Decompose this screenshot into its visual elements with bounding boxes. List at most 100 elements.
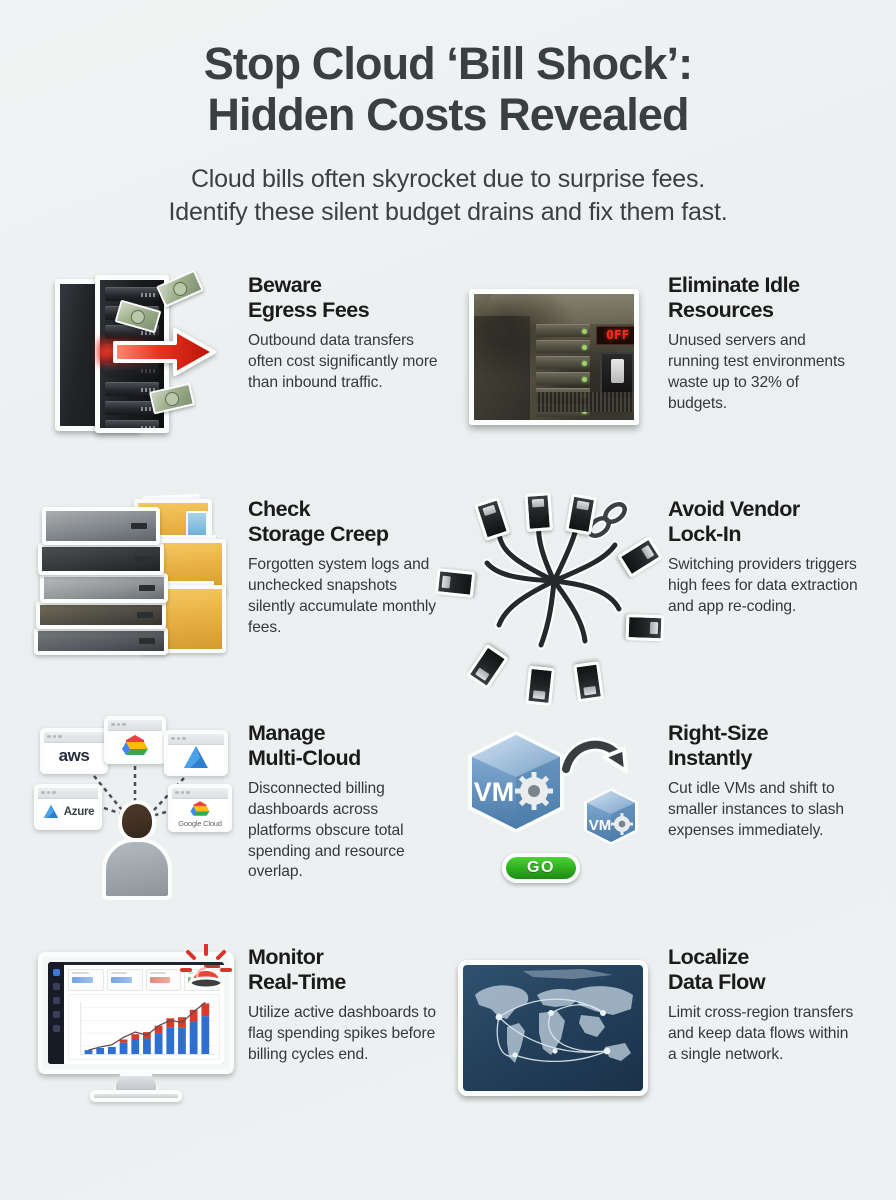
tip-body: Outbound data transfers often cost signi… <box>248 332 438 391</box>
window-titlebar <box>44 731 104 743</box>
egress-fees-text: Beware Egress Fees Outbound data transfe… <box>248 259 438 394</box>
page-subtitle: Cloud bills often skyrocket due to surpr… <box>40 163 856 229</box>
network-arcs <box>496 998 608 1062</box>
alarm-siren-icon <box>180 943 232 990</box>
browser-window-azure-logo[interactable] <box>164 729 228 776</box>
window-content: Azure <box>38 799 98 826</box>
window-content: aws <box>44 743 104 770</box>
tip-card-monitor-real-time: Monitor Real-Time Utilize active dashboa… <box>34 931 442 1155</box>
tip-card-egress-fees: Beware Egress Fees Outbound data transfe… <box>34 259 442 483</box>
tip-title-line-2: Instantly <box>668 745 752 770</box>
curved-arrow-icon <box>560 737 628 776</box>
drive-bay <box>536 323 590 337</box>
drive-bay <box>536 355 590 369</box>
led-text: OFF <box>606 328 630 343</box>
azure-logo-icon <box>184 746 208 769</box>
window-content <box>108 731 162 760</box>
gear-icon <box>611 812 633 835</box>
infographic-header: Stop Cloud ‘Bill Shock’: Hidden Costs Re… <box>0 0 896 229</box>
window-titlebar <box>108 719 162 731</box>
tip-body: Cut idle VMs and shift to smaller instan… <box>668 780 844 839</box>
storage-creep-text: Check Storage Creep Forgotten system log… <box>248 483 438 639</box>
browser-window-azure[interactable]: Azure <box>34 783 102 830</box>
kpi-card <box>68 969 104 992</box>
go-button-label: GO <box>527 858 555 876</box>
dashboard-topbar <box>64 961 224 967</box>
tip-title: Localize Data Flow <box>668 945 858 995</box>
vm-cube-downsize-arrow-icon: VM <box>456 717 652 893</box>
tip-title: Avoid Vendor Lock-In <box>668 497 858 547</box>
external-drive-icon <box>36 600 166 629</box>
window-content: Google Cloud <box>172 799 228 828</box>
sidebar-icon[interactable] <box>52 996 60 1004</box>
title-line-1: Stop Cloud ‘Bill Shock’: <box>203 38 693 89</box>
tip-body: Forgotten system logs and unchecked snap… <box>248 556 436 636</box>
gear-icon <box>515 771 553 810</box>
monitor-dashboard-alarm-icon <box>34 943 234 1114</box>
trend-line <box>88 1001 206 1051</box>
vm-cube-small-label: VM <box>589 817 612 834</box>
dashboard-sidebar <box>48 961 64 1064</box>
title-line-2: Hidden Costs Revealed <box>207 89 689 141</box>
browser-window-google-cloud-labeled[interactable]: Google Cloud <box>168 783 232 832</box>
idle-resources-text: Eliminate Idle Resources Unused servers … <box>668 259 858 415</box>
tip-title-line-1: Beware <box>248 272 322 297</box>
rusty-server-chassis-icon: OFF <box>469 288 639 425</box>
usb-connector-icon <box>625 613 665 641</box>
window-titlebar <box>38 787 98 799</box>
azure-mark-icon <box>43 804 58 819</box>
monitor-illustration <box>34 939 234 1119</box>
drive-bay <box>536 371 590 385</box>
tip-title: Beware Egress Fees <box>248 273 438 323</box>
tip-title-line-2: Resources <box>668 297 774 322</box>
external-drive-icon <box>40 572 168 603</box>
kpi-card <box>145 969 182 992</box>
usb-connector-icon <box>573 660 605 703</box>
tip-title-line-1: Check <box>248 496 311 521</box>
tip-title-line-2: Storage Creep <box>248 521 389 546</box>
storage-creep-illustration <box>34 491 234 671</box>
tangled-cables-chain-icon <box>434 491 665 706</box>
tip-title-line-2: Multi-Cloud <box>248 745 361 770</box>
tip-title-line-2: Egress Fees <box>248 297 370 322</box>
aws-smile-icon <box>46 767 78 770</box>
off-led-display: OFF <box>596 325 634 345</box>
browser-window-aws[interactable]: aws <box>40 727 108 774</box>
tip-card-vendor-lock-in: Avoid Vendor Lock-In Switching providers… <box>434 483 862 707</box>
vendor-lock-in-illustration <box>434 491 665 706</box>
multi-cloud-illustration: aws <box>34 715 234 900</box>
browser-window-google-cloud[interactable] <box>104 715 166 764</box>
monitor-base <box>90 1089 182 1102</box>
sidebar-icon[interactable] <box>52 1024 60 1032</box>
tip-title: Eliminate Idle Resources <box>668 273 858 323</box>
spending-chart <box>68 994 220 1060</box>
world-map-network-icon <box>454 954 654 1104</box>
usb-connector-icon <box>524 491 553 532</box>
subtitle-line-1: Cloud bills often skyrocket due to surpr… <box>190 164 706 193</box>
tip-card-storage-creep: Check Storage Creep Forgotten system log… <box>34 483 442 707</box>
google-cloud-logo-icon <box>122 735 148 756</box>
tip-body: Limit cross-region transfers and keep da… <box>668 1004 854 1063</box>
egress-fees-illustration <box>34 267 234 447</box>
external-drive-icon <box>34 626 168 655</box>
tip-body: Disconnected billing dashboards across p… <box>248 780 405 881</box>
tips-grid: Beware Egress Fees Outbound data transfe… <box>0 259 896 1155</box>
vendor-lock-in-text: Avoid Vendor Lock-In Switching providers… <box>668 483 858 618</box>
tip-title-line-1: Eliminate Idle <box>668 272 800 297</box>
sidebar-icon[interactable] <box>52 1010 60 1018</box>
go-button[interactable]: GO <box>502 852 580 883</box>
monitor-text: Monitor Real-Time Utilize active dashboa… <box>248 931 438 1066</box>
google-cloud-label: Google Cloud <box>178 818 222 828</box>
spending-chart-svg <box>80 1001 216 1055</box>
subtitle-line-2: Identify these silent budget drains and … <box>168 197 728 226</box>
aws-logo: aws <box>58 746 90 766</box>
server-blade <box>105 419 159 428</box>
server-blade <box>105 381 159 396</box>
tip-title-line-2: Lock-In <box>668 521 741 546</box>
tip-title: Check Storage Creep <box>248 497 438 547</box>
sidebar-icon[interactable] <box>52 968 60 976</box>
vm-cube-large-icon: VM <box>468 730 564 833</box>
sidebar-icon[interactable] <box>52 982 60 990</box>
tip-card-right-size: VM <box>454 707 862 931</box>
tip-body: Utilize active dashboards to flag spendi… <box>248 1004 436 1063</box>
